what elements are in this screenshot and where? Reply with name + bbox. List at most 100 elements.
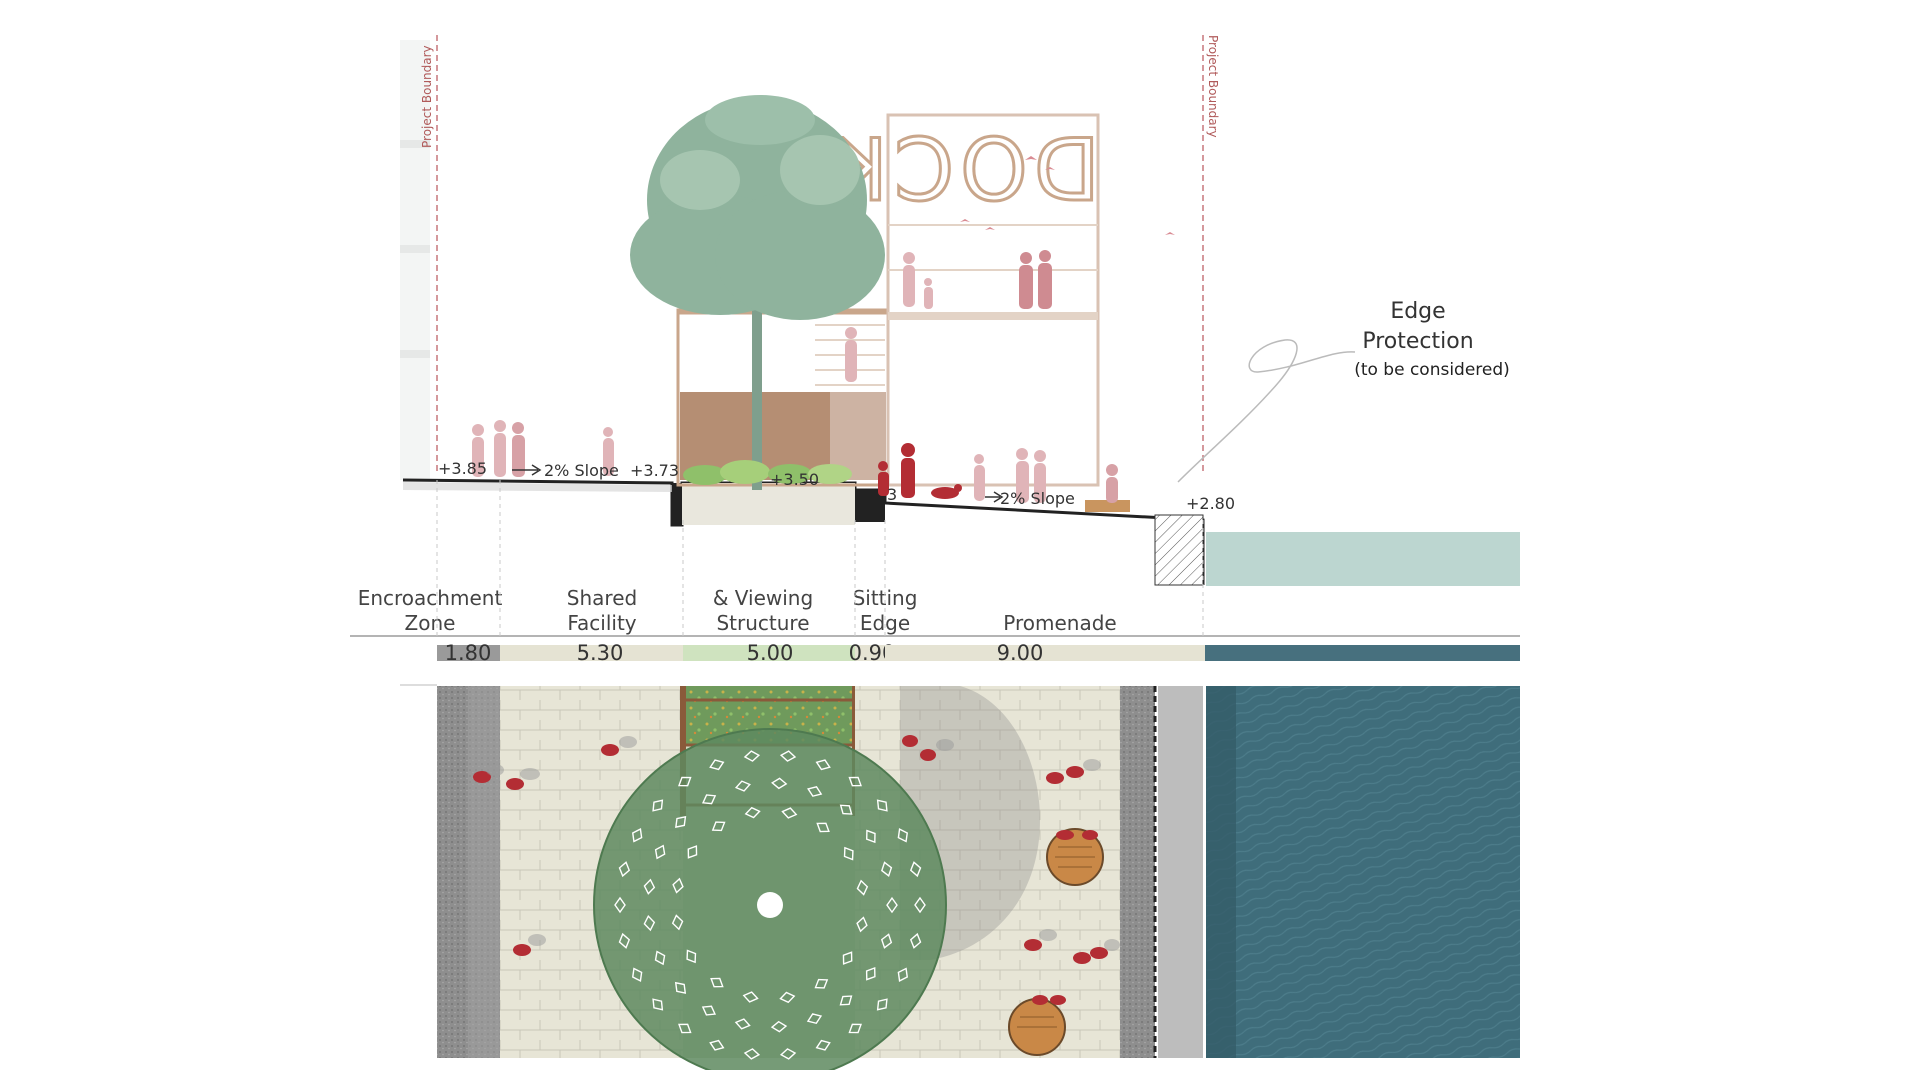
zone-label-line2-encroachment: Zone bbox=[405, 611, 456, 635]
leaf-icon bbox=[779, 1048, 797, 1060]
zone-label-line2-promenade: Promenade bbox=[1003, 611, 1116, 635]
leaf-icon bbox=[631, 828, 643, 843]
leader-swirl-icon bbox=[1177, 339, 1356, 483]
zone-label-line2-shared: Facility bbox=[567, 611, 636, 635]
leaf-icon bbox=[897, 967, 909, 982]
person-silhouette-icon bbox=[974, 454, 985, 501]
leaf-icon bbox=[674, 981, 687, 994]
leaf-icon bbox=[842, 951, 853, 965]
plan-water bbox=[1206, 686, 1520, 1058]
leaf-icon bbox=[886, 896, 898, 914]
leaf-icon bbox=[843, 846, 854, 861]
plan-edge-curb bbox=[1120, 686, 1155, 1058]
zone-label-line1-sitting: Sitting bbox=[853, 586, 918, 610]
person-silhouette-icon bbox=[494, 420, 506, 477]
edge-protection-note-line1: Edge bbox=[1390, 299, 1445, 324]
person-silhouette-icon bbox=[506, 768, 540, 790]
leaf-icon bbox=[876, 998, 888, 1011]
person-silhouette-icon bbox=[1034, 450, 1046, 503]
leaf-icon bbox=[866, 829, 876, 844]
zone-label-line2-sitting: Edge bbox=[860, 611, 910, 635]
leaf-icon bbox=[618, 861, 631, 878]
level-left-start: +3.85 bbox=[438, 459, 487, 478]
dog-icon bbox=[931, 484, 962, 499]
leaf-icon bbox=[672, 877, 684, 894]
leaf-icon bbox=[701, 1005, 717, 1016]
planter-base bbox=[682, 483, 855, 525]
leaf-icon bbox=[709, 1039, 725, 1051]
leaf-icon bbox=[807, 786, 823, 797]
person-silhouette-icon bbox=[513, 934, 546, 956]
zone-width-viewing: 5.00 bbox=[747, 641, 794, 665]
plan-view bbox=[400, 684, 1520, 1074]
person-silhouette-icon bbox=[901, 443, 915, 498]
bird-icon bbox=[960, 156, 1175, 235]
leaf-icon bbox=[914, 896, 926, 914]
leaf-icon bbox=[654, 844, 666, 860]
tree-icon bbox=[630, 95, 885, 490]
leaf-icon bbox=[742, 991, 759, 1003]
leaf-icon bbox=[770, 1020, 788, 1033]
person-silhouette-icon bbox=[924, 278, 933, 309]
water-dimension-bar bbox=[1205, 645, 1520, 661]
people-plan bbox=[473, 735, 1120, 1005]
person-silhouette-icon bbox=[1046, 759, 1101, 784]
leaf-icon bbox=[856, 916, 868, 933]
person-silhouette-icon bbox=[1106, 464, 1118, 503]
leaf-icon bbox=[678, 776, 692, 787]
slope-label-right: 2% Slope bbox=[1000, 489, 1075, 508]
leaf-icon bbox=[814, 978, 829, 989]
plan-edge-protection-strip bbox=[1158, 686, 1203, 1058]
zone-width-promenade: 9.00 bbox=[997, 641, 1044, 665]
tree-canopy-plan-icon bbox=[593, 728, 947, 1074]
leaf-icon bbox=[643, 914, 656, 932]
leaf-icon bbox=[678, 1023, 692, 1034]
leaf-icon bbox=[743, 1048, 761, 1060]
leaf-icon bbox=[643, 878, 656, 895]
zone-label-line1-encroachment: Encroachment bbox=[358, 586, 503, 610]
leaf-icon bbox=[631, 967, 643, 982]
person-silhouette-icon bbox=[902, 735, 918, 747]
leaf-icon bbox=[675, 815, 687, 828]
leaf-icon bbox=[897, 828, 909, 843]
person-silhouette-icon bbox=[603, 427, 614, 476]
leaf-icon bbox=[848, 1023, 862, 1034]
person-silhouette-icon bbox=[1016, 448, 1029, 503]
leaf-icon bbox=[652, 799, 664, 812]
leaf-icon bbox=[881, 861, 893, 877]
leaf-icon bbox=[614, 896, 626, 914]
project-boundary-label-right: Project Boundary bbox=[1206, 35, 1220, 138]
leaf-icon bbox=[865, 967, 876, 981]
leaf-icon bbox=[618, 932, 631, 949]
leaf-icon bbox=[779, 991, 796, 1004]
zone-width-shared: 5.30 bbox=[577, 641, 624, 665]
person-silhouette-icon bbox=[601, 736, 637, 756]
leaf-icon bbox=[909, 861, 922, 878]
people-section bbox=[472, 156, 1175, 503]
leaf-icon bbox=[771, 777, 788, 790]
zone-bar-sitting bbox=[855, 645, 885, 661]
project-boundary-label-left: Project Boundary bbox=[420, 45, 434, 148]
person-silhouette-icon bbox=[903, 252, 915, 307]
leaf-icon bbox=[806, 1013, 823, 1025]
leaf-icon bbox=[687, 845, 698, 859]
zone-bar-encroachment bbox=[437, 645, 500, 661]
planter-shrubs bbox=[683, 460, 852, 485]
leaf-icon bbox=[839, 804, 853, 815]
leaf-icon bbox=[815, 1039, 831, 1051]
leaf-icon bbox=[686, 949, 697, 964]
table-icon bbox=[1046, 828, 1104, 886]
leaf-icon bbox=[710, 977, 724, 988]
level-sitting-edge: 3 bbox=[887, 485, 897, 504]
zone-label-line1-shared: Shared bbox=[567, 586, 637, 610]
person-silhouette-icon bbox=[472, 424, 484, 477]
leaf-icon bbox=[654, 950, 666, 966]
edge-protection-note-line2: Protection bbox=[1362, 329, 1473, 354]
leaf-icon bbox=[743, 750, 761, 762]
section-elevation: Project Boundary Project Boundary bbox=[400, 35, 1520, 586]
person-silhouette-icon bbox=[1038, 250, 1052, 309]
leaf-icon bbox=[909, 932, 922, 949]
leaf-icon bbox=[839, 995, 853, 1006]
